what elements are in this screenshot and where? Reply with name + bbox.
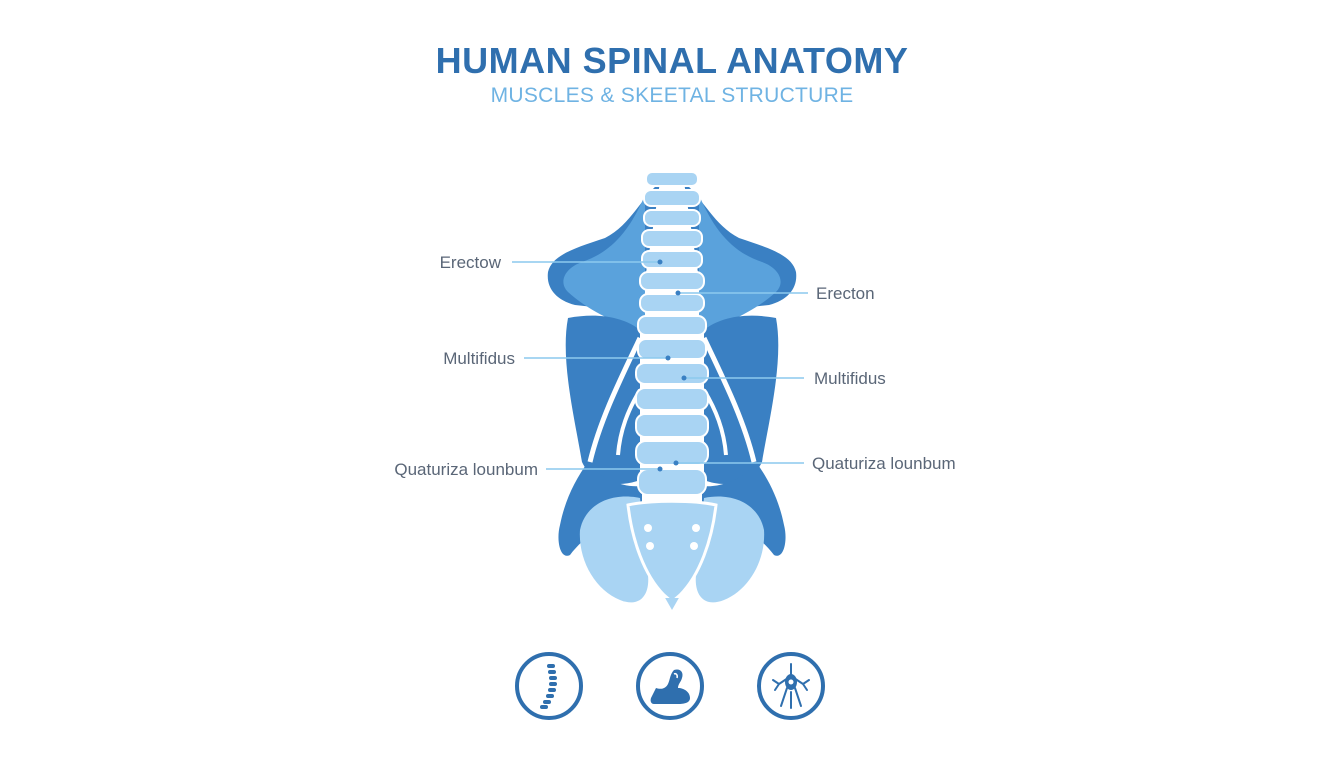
nerve-system-icon[interactable] xyxy=(757,652,825,720)
latissimus-left xyxy=(565,315,640,484)
vertebral-column xyxy=(635,171,709,496)
erector-upper-right xyxy=(699,195,781,332)
spine-icon-glyph xyxy=(540,664,557,709)
page-subtitle: MUSCLES & SKEETAL STRUCTURE xyxy=(490,84,854,107)
muscle-icon-glyph xyxy=(650,669,690,704)
label-left-mid: Multifidus xyxy=(443,349,515,368)
nerve-icon-glyph xyxy=(772,663,810,709)
page-title: HUMAN SPINAL ANATOMY xyxy=(435,40,909,81)
label-left-top: Erectow xyxy=(440,253,502,272)
erector-upper-left xyxy=(563,195,645,332)
label-left-bottom: Quaturiza lounbum xyxy=(394,460,538,479)
spine-icon[interactable] xyxy=(515,652,583,720)
label-right-bottom: Quaturiza lounbum xyxy=(812,454,956,473)
label-right-top: Erecton xyxy=(816,284,875,303)
latissimus-right xyxy=(704,315,779,484)
flexed-arm-muscle-icon[interactable] xyxy=(636,652,704,720)
label-right-mid: Multifidus xyxy=(814,369,886,388)
